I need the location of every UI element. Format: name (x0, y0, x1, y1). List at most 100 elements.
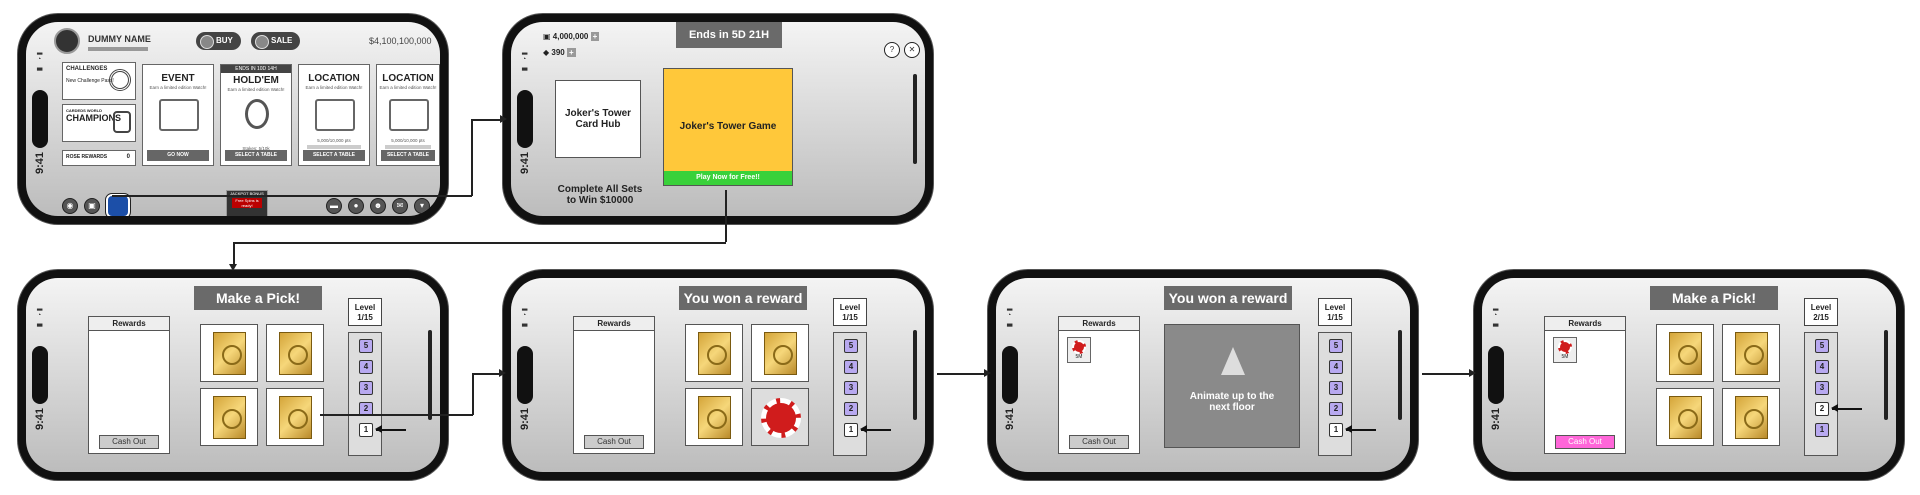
poker-chip-icon (761, 398, 801, 438)
go-now-button[interactable]: GO NOW (147, 150, 209, 161)
champions-title: CHAMPIONS (66, 113, 122, 123)
rewards-title: Rewards (89, 317, 169, 331)
level-value: 1/15 (1327, 313, 1343, 322)
ends-banner: Ends in 5D 21H (676, 22, 782, 48)
camera-notch (517, 90, 533, 148)
select-table-button[interactable]: SELECT A TABLE (381, 150, 435, 161)
chip-amount: 5M (1561, 354, 1569, 360)
map-icon[interactable]: ◉ (62, 198, 78, 214)
add-chips-icon[interactable]: + (590, 32, 600, 41)
select-table-button[interactable]: SELECT A TABLE (303, 150, 365, 161)
floor-3: 3 (359, 381, 373, 395)
event-tile[interactable]: EVENT Earn a limited edition Watch! GO N… (142, 64, 214, 166)
help-button[interactable]: ? (884, 42, 900, 58)
rose-rewards-label: ROSE REWARDS (66, 154, 108, 160)
sale-button[interactable]: SALE (251, 32, 301, 50)
card-back-icon (1735, 332, 1768, 375)
play-now-button[interactable]: Play Now for Free!! (664, 171, 792, 185)
connector-line (471, 119, 503, 121)
rose-count: 0 (126, 154, 130, 160)
signal-icon: ▂◔▃ (1493, 304, 1499, 327)
connector-arrowhead (499, 369, 506, 377)
stakes-text: Stakes: 5/10k (242, 146, 270, 151)
pick-card[interactable] (751, 324, 809, 382)
phone-won-1: ▂◔▃ 9:41 You won a reward Rewards Cash O… (503, 270, 933, 480)
challenges-card[interactable]: CHALLENGES New Challenge Pass! (62, 62, 136, 100)
jackpot-promo[interactable]: JACKPOT BONUS Free Spins is ready! (226, 190, 268, 216)
rewards-title: Rewards (574, 317, 654, 331)
rose-rewards-card[interactable]: ROSE REWARDS 0 (62, 150, 136, 166)
medal-icon (113, 111, 131, 133)
jokers-tower-icon[interactable] (106, 194, 130, 216)
pick-card[interactable] (1656, 324, 1714, 382)
floor-1: 1 (1815, 423, 1829, 437)
lobby-screen: ▂◔▃ 9:41 DUMMY NAME BUY SALE $4,100,100,… (26, 22, 440, 216)
cash-out-button[interactable]: Cash Out (99, 435, 159, 449)
menu-icon[interactable]: ▾ (414, 198, 430, 214)
floor-2: 2 (359, 402, 373, 416)
pick-card[interactable] (685, 324, 743, 382)
friends-icon[interactable]: ☻ (370, 198, 386, 214)
connector-line (725, 190, 727, 242)
camera-notch (32, 346, 48, 404)
location-tile[interactable]: LOCATION Earn a limited edition Watch! 5… (298, 64, 370, 166)
level-label: Level (354, 303, 376, 312)
poker-chip-icon (1558, 340, 1572, 354)
cash-out-button[interactable]: Cash Out (584, 435, 644, 449)
current-floor-arrow (1345, 426, 1376, 432)
cash-out-button[interactable]: Cash Out (1069, 435, 1129, 449)
game-box[interactable]: Joker's Tower Game Play Now for Free!! (663, 68, 793, 186)
buy-button[interactable]: BUY (196, 32, 241, 50)
floor-5: 5 (844, 339, 858, 353)
pick-card[interactable] (685, 388, 743, 446)
floor-1: 1 (1329, 423, 1343, 437)
pick-card[interactable] (266, 388, 324, 446)
location-tile-2[interactable]: LOCATION Earn a limited edition Watch! 5… (376, 64, 440, 166)
pick-card[interactable] (266, 324, 324, 382)
gem-count: ◆ 390 + (543, 48, 576, 57)
close-button[interactable]: ✕ (904, 42, 920, 58)
floor-4: 4 (844, 360, 858, 374)
cards-icon[interactable]: ▣ (84, 198, 100, 214)
level-label: Level (1324, 303, 1346, 312)
holdem-tile[interactable]: ENDS IN 10D 14H HOLD'EM Earn a limited e… (220, 64, 292, 166)
pick-card[interactable] (200, 388, 258, 446)
new-pass-text: New Challenge Pass! (66, 78, 114, 84)
cash-out-button[interactable]: Cash Out (1555, 435, 1615, 449)
phone-pick-1: ▂◔▃ 9:41 Make a Pick! Rewards Cash Out L… (18, 270, 448, 480)
connector-line (472, 373, 502, 375)
animate-text: Animate up to the next floor (1189, 391, 1275, 413)
mail-icon[interactable]: ✉ (392, 198, 408, 214)
profile-icon[interactable]: ● (348, 198, 364, 214)
floor-4: 4 (1329, 360, 1343, 374)
image-placeholder-icon (315, 99, 355, 131)
animate-screen: ▂◔▃ 9:41 You won a reward Rewards 5M Cas… (996, 278, 1410, 472)
points-text: 5,000/10,000 pts (391, 138, 425, 143)
select-table-button[interactable]: SELECT A TABLE (225, 150, 287, 161)
card-back-icon (1735, 396, 1768, 439)
camera-notch (1002, 346, 1018, 404)
add-gems-icon[interactable]: + (566, 48, 576, 57)
status-time: 9:41 (519, 151, 531, 174)
pick-card[interactable] (1722, 324, 1780, 382)
phone-pick-2: ▂◔▃ 9:41 Make a Pick! Rewards 5M Cash Ou… (1474, 270, 1904, 480)
complete-text: Complete All Sets to Win $10000 (557, 184, 643, 206)
card-hub-box[interactable]: Joker's Tower Card Hub (555, 80, 641, 158)
avatar[interactable] (54, 28, 80, 54)
pick-card[interactable] (200, 324, 258, 382)
chip-amount: 5M (1075, 354, 1083, 360)
connector-arrowhead (1469, 369, 1476, 377)
signal-icon: ▂◔▃ (522, 48, 528, 71)
tile-title: LOCATION (382, 73, 434, 84)
home-indicator (1398, 330, 1402, 420)
pick-card[interactable] (1656, 388, 1714, 446)
poker-chip-icon (1072, 340, 1086, 354)
pick-card[interactable] (1722, 388, 1780, 446)
champions-card[interactable]: CARDEDS WORLD CHAMPIONS (62, 104, 136, 142)
floor-3: 3 (1329, 381, 1343, 395)
shop-icon[interactable]: ▬ (326, 198, 342, 214)
floor-2: 2 (844, 402, 858, 416)
balance-text: $4,100,100,000 (369, 36, 432, 46)
current-floor-arrow (375, 426, 406, 432)
